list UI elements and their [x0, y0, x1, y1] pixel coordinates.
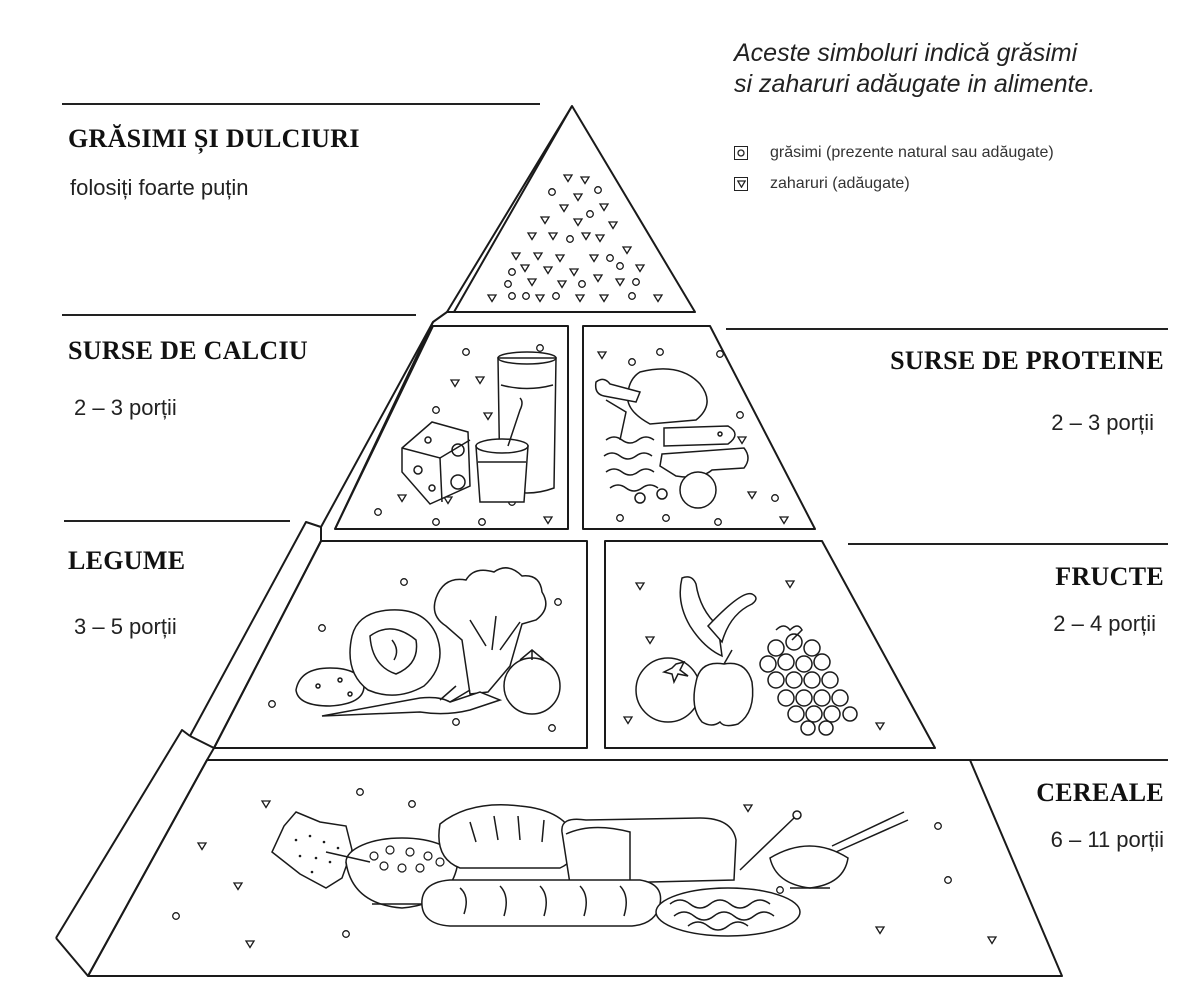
rule-cereals: [968, 759, 1168, 761]
legend-fats: grăsimi (prezente natural sau adăugate): [734, 143, 1054, 163]
legend-sugars: zaharuri (adăugate): [734, 174, 910, 194]
servings-cereals: 6 – 11 porții: [1050, 827, 1164, 852]
title-fats-sweets: GRĂSIMI ȘI DULCIURI: [68, 124, 360, 153]
tier-vegetables-fruits: [189, 521, 936, 749]
grapes-cluster: [759, 625, 858, 736]
servings-protein: 2 – 3 porții: [1051, 410, 1154, 435]
tier-calcium-protein: [320, 311, 816, 530]
legend-title-line-2: si zaharuri adăugate in alimente.: [734, 70, 1096, 98]
title-fruits: FRUCTE: [1055, 562, 1164, 591]
title-cereals: CEREALE: [1036, 778, 1164, 807]
triangle-icon: [734, 177, 748, 191]
dairy-illustration: [401, 351, 557, 505]
tier-fats-sweets: [446, 105, 696, 313]
circle-icon: [734, 146, 748, 160]
protein-illustration: [594, 368, 749, 509]
fats-sweets-symbols: [487, 174, 663, 303]
title-protein: SURSE DE PROTEINE: [890, 346, 1164, 375]
rule-vegetables: [64, 520, 290, 522]
rule-protein: [726, 328, 1168, 330]
cereals-illustration: [271, 804, 909, 937]
servings-fats-sweets: folosiți foarte puțin: [70, 175, 249, 200]
legend-title: Aceste simboluri indică grăsimi si zahar…: [734, 38, 1174, 100]
title-vegetables: LEGUME: [68, 546, 186, 575]
rule-fats: [62, 103, 540, 105]
rule-calcium: [62, 314, 416, 316]
legend-sugars-label: zaharuri (adăugate): [770, 175, 910, 192]
fruits-illustration: [635, 576, 858, 736]
legend-fats-label: grăsimi (prezente natural sau adăugate): [770, 144, 1054, 161]
servings-calcium: 2 – 3 porții: [74, 395, 177, 420]
legend-title-line-1: Aceste simboluri indică grăsimi: [734, 39, 1078, 67]
vegetables-illustration: [295, 567, 561, 717]
rule-fruits: [848, 543, 1168, 545]
tier-cereals: [55, 729, 1063, 977]
servings-vegetables: 3 – 5 porții: [74, 614, 177, 639]
servings-fruits: 2 – 4 porții: [1053, 611, 1156, 636]
title-calcium: SURSE DE CALCIU: [68, 336, 308, 365]
